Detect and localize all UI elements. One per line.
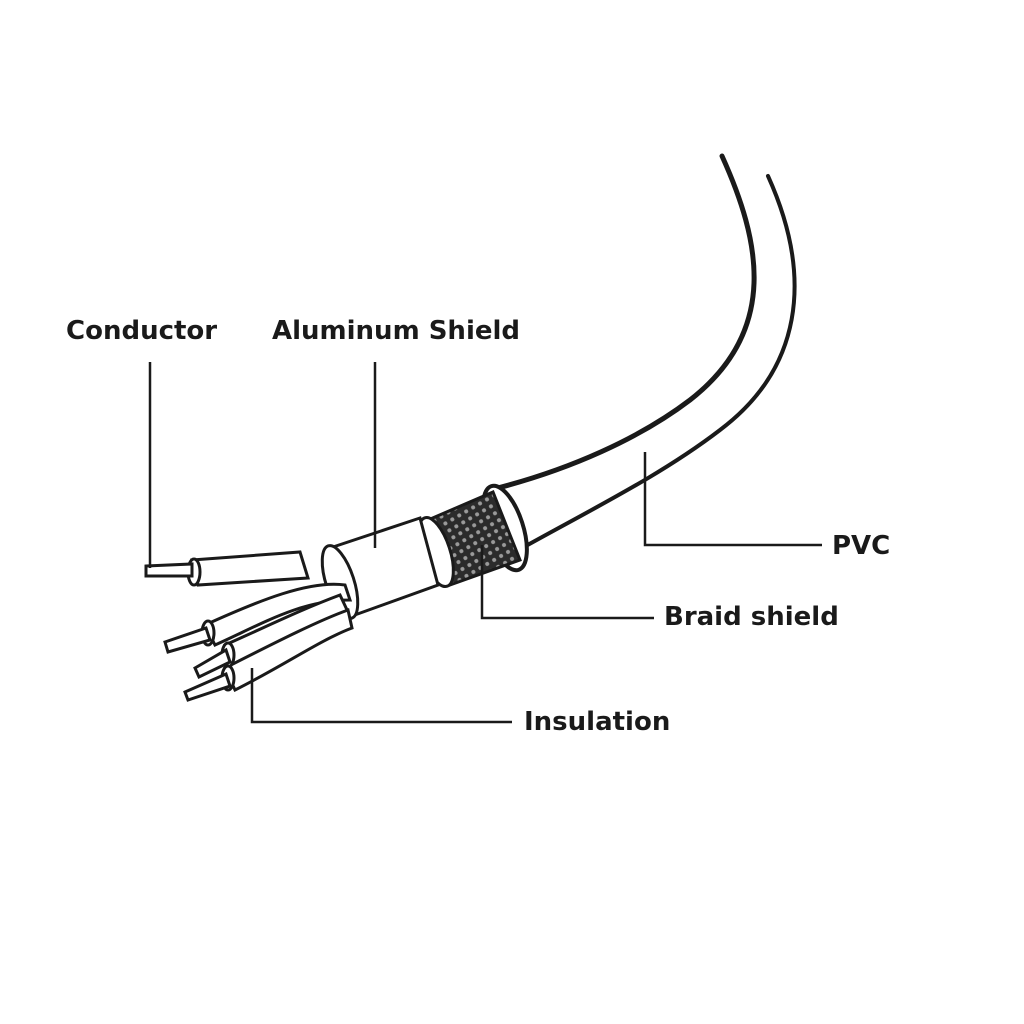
twisted-pair: [163, 582, 354, 702]
label-braid-shield: Braid shield: [664, 602, 839, 632]
label-conductor: Conductor: [66, 316, 218, 346]
leader-pvc: [643, 452, 822, 547]
pvc-jacket: [487, 153, 797, 554]
label-pvc: PVC: [832, 531, 891, 561]
label-aluminum-shield: Aluminum Shield: [272, 316, 521, 346]
top-conductor: [144, 550, 310, 587]
leader-lines: [148, 362, 822, 724]
leader-braid-shield: [480, 545, 654, 620]
leader-insulation: [250, 668, 512, 724]
label-insulation: Insulation: [524, 707, 671, 737]
braid-shield: [417, 490, 522, 589]
